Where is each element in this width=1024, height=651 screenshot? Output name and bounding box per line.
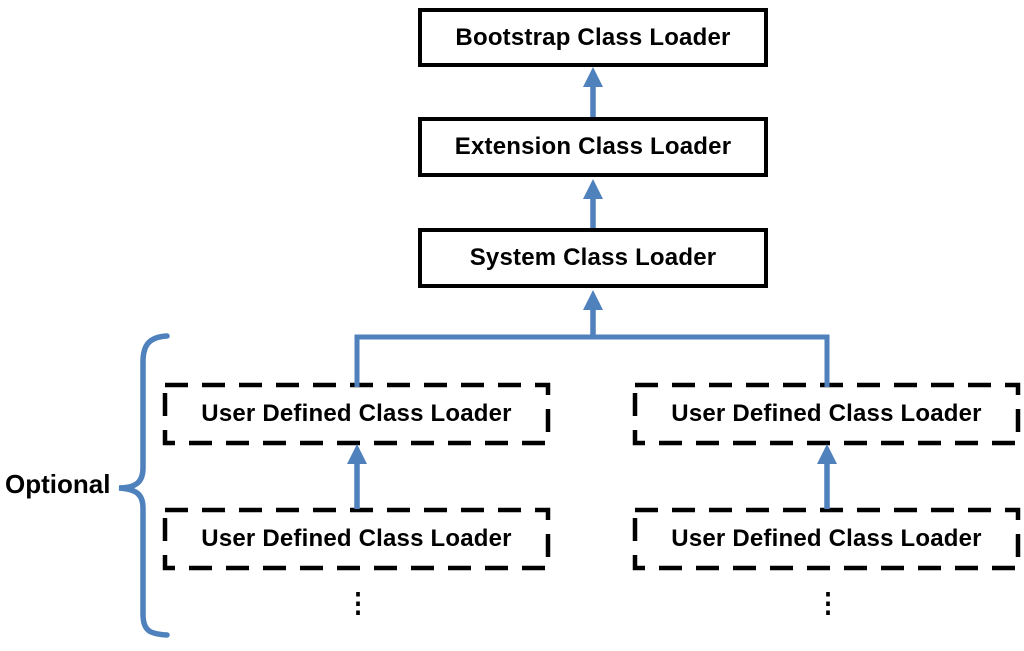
user-defined-class-loader-label: User Defined Class Loader: [671, 399, 982, 427]
user-defined-box-border-left-bottom: [162, 507, 551, 571]
user-defined-class-loader-label: User Defined Class Loader: [201, 524, 512, 552]
user-defined-class-loader-box-left-top: User Defined Class Loader: [165, 384, 548, 443]
user-defined-class-loader-box-left-bottom: User Defined Class Loader: [165, 509, 548, 568]
user-defined-box-border-right-bottom: [632, 507, 1021, 571]
system-class-loader-box: System Class Loader: [418, 228, 768, 288]
bootstrap-class-loader-box: Bootstrap Class Loader: [418, 8, 768, 67]
user-defined-class-loader-box-right-bottom: User Defined Class Loader: [635, 509, 1018, 568]
arrow-user-right-bottom-to-top: [817, 444, 837, 509]
optional-group-label: Optional: [5, 469, 111, 499]
user-defined-class-loader-label: User Defined Class Loader: [671, 524, 982, 552]
arrow-branch-to-system: [583, 290, 603, 339]
arrow-user-left-bottom-to-top: [347, 444, 367, 509]
branch-connector-line: [354, 334, 830, 387]
bootstrap-class-loader-label: Bootstrap Class Loader: [455, 23, 731, 51]
system-class-loader-label: System Class Loader: [469, 244, 717, 271]
optional-brace: [118, 333, 170, 638]
vertical-ellipsis-right: ⋮: [814, 588, 842, 618]
extension-class-loader-box: Extension Class Loader: [418, 117, 768, 177]
vertical-ellipsis-left: ⋮: [344, 588, 372, 618]
user-defined-class-loader-box-right-top: User Defined Class Loader: [635, 384, 1018, 443]
arrow-extension-to-bootstrap: [583, 67, 603, 117]
extension-class-loader-label: Extension Class Loader: [454, 133, 732, 160]
user-defined-class-loader-label: User Defined Class Loader: [201, 399, 512, 427]
arrow-system-to-extension: [583, 179, 603, 228]
